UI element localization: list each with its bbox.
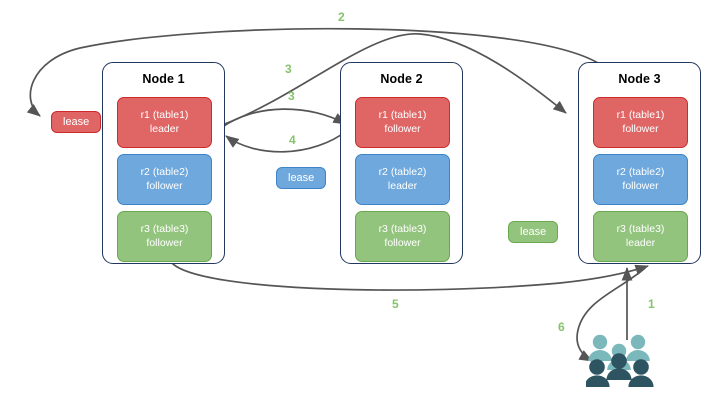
node-title-node2: Node 2 — [380, 72, 423, 86]
replica-name: r1 (table1) — [616, 109, 665, 121]
replica-name: r1 (table1) — [140, 109, 189, 121]
replica-role: follower — [384, 236, 421, 249]
lease-badge-red[interactable]: lease — [51, 111, 102, 133]
edge-label-3a: 3 — [285, 62, 292, 76]
edge-label-4: 4 — [289, 133, 296, 147]
replica-name: r1 (table1) — [378, 109, 427, 121]
edge-4-node2-to-node1 — [225, 129, 349, 153]
edge-label-5: 5 — [392, 297, 399, 311]
edge-label-1: 1 — [648, 297, 655, 311]
replica-node3-r1[interactable]: r1 (table1) follower — [593, 97, 688, 148]
replica-role: follower — [622, 122, 659, 135]
replica-name: r3 (table3) — [140, 223, 189, 235]
replica-role: follower — [146, 236, 183, 249]
replica-node1-r3[interactable]: r3 (table3) follower — [117, 211, 212, 262]
replica-name: r2 (table2) — [378, 166, 427, 178]
node-container-node1[interactable]: Node 1 r1 (table1) leader r2 (table2) fo… — [102, 62, 225, 264]
replica-node2-r1[interactable]: r1 (table1) follower — [355, 97, 450, 148]
replica-role: leader — [149, 122, 180, 135]
replica-role: follower — [384, 122, 421, 135]
edge-label-2: 2 — [338, 10, 345, 24]
replica-name: r2 (table2) — [140, 166, 189, 178]
lease-badge-blue[interactable]: lease — [276, 167, 327, 189]
edge-3-node1-to-node2 — [220, 108, 347, 129]
edge-label-3b: 3 — [288, 89, 295, 103]
replica-node1-r2[interactable]: r2 (table2) follower — [117, 154, 212, 205]
users-group-icon — [586, 334, 654, 387]
replica-node3-r2[interactable]: r2 (table2) follower — [593, 154, 688, 205]
edge-label-6: 6 — [558, 320, 565, 334]
replica-name: r3 (table3) — [616, 223, 665, 235]
node-title-node3: Node 3 — [618, 72, 661, 86]
replica-node1-r1[interactable]: r1 (table1) leader — [117, 97, 212, 148]
replica-name: r3 (table3) — [378, 223, 427, 235]
replica-name: r2 (table2) — [616, 166, 665, 178]
replica-node2-r3[interactable]: r3 (table3) follower — [355, 211, 450, 262]
node-container-node3[interactable]: Node 3 r1 (table1) follower r2 (table2) … — [578, 62, 701, 264]
replica-role: follower — [622, 179, 659, 192]
replica-role: leader — [387, 179, 418, 192]
lease-badge-green[interactable]: lease — [508, 221, 559, 243]
replica-role: follower — [146, 179, 183, 192]
node-title-node1: Node 1 — [142, 72, 185, 86]
node-container-node2[interactable]: Node 2 r1 (table1) follower r2 (table2) … — [340, 62, 463, 264]
replica-node3-r3[interactable]: r3 (table3) leader — [593, 211, 688, 262]
edge-5-node1-to-node3 — [171, 262, 649, 291]
replica-node2-r2[interactable]: r2 (table2) leader — [355, 154, 450, 205]
replica-role: leader — [625, 236, 656, 249]
